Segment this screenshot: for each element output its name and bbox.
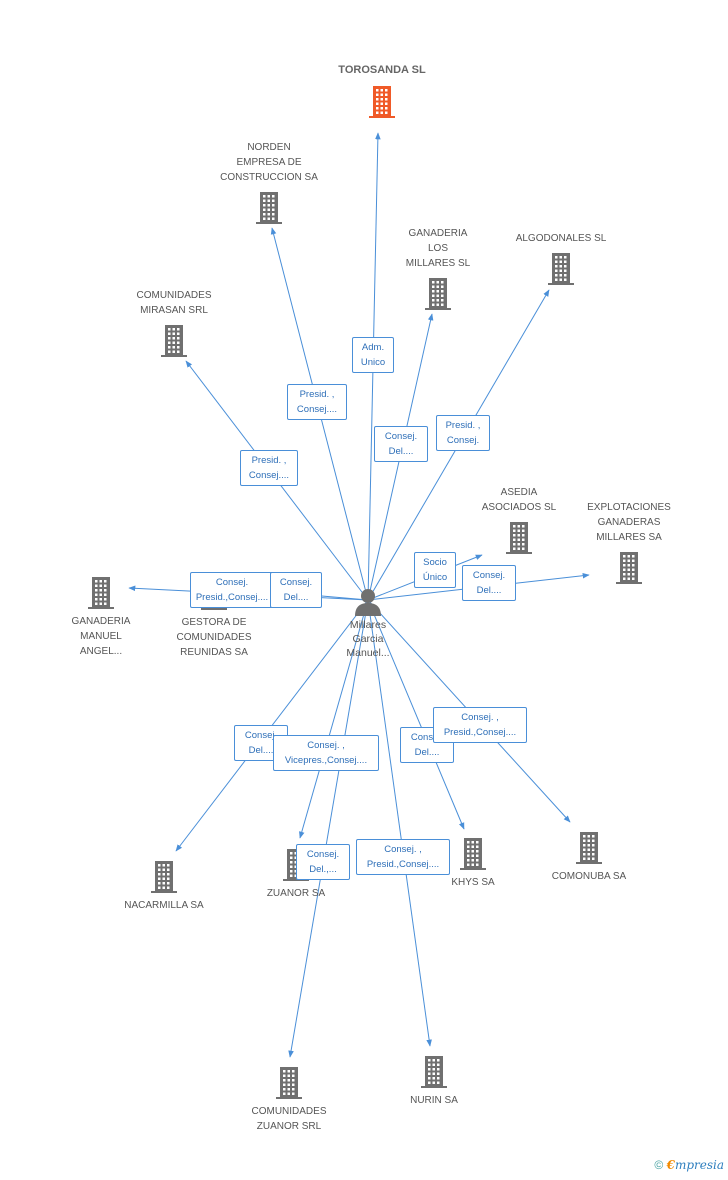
company-label: COMONUBA SA	[551, 871, 627, 882]
edge-label-comunidades_zuanor[interactable]: Consej. Del.,...	[296, 844, 350, 880]
edge-nurin	[367, 599, 432, 1047]
building-icon	[88, 577, 114, 609]
company-label: COMUNIDADES ZUANOR SRL	[251, 1106, 327, 1132]
edge-label-gestora[interactable]: Consej. Del....	[270, 572, 322, 608]
edge-label-explotaciones[interactable]: Consej. Del....	[462, 565, 516, 601]
company-node-comunidades_zuanor[interactable]: COMUNIDADES ZUANOR SRL	[224, 1066, 354, 1134]
company-node-asedia[interactable]: ASEDIA ASOCIADOS SL	[454, 485, 584, 555]
company-node-khys[interactable]: KHYS SA	[408, 837, 538, 890]
building-icon	[616, 552, 642, 584]
person-label: Millares Garcia Manuel...	[346, 619, 390, 659]
company-label: ALGODONALES SL	[515, 233, 607, 244]
company-node-nurin[interactable]: NURIN SA	[369, 1055, 499, 1108]
building-icon	[276, 1067, 302, 1099]
company-label: GANADERIA LOS MILLARES SL	[405, 228, 471, 269]
edge-label-ganaderia_manuel[interactable]: Consej. Presid.,Consej....	[190, 572, 274, 608]
building-icon	[460, 838, 486, 870]
edge-label-norden[interactable]: Presid. , Consej....	[287, 384, 347, 420]
building-icon	[161, 325, 187, 357]
edge-label-zuanor[interactable]: Consej. , Vicepres.,Consej....	[273, 735, 379, 771]
building-icon	[256, 192, 282, 224]
company-node-comunidades_mirasan[interactable]: COMUNIDADES MIRASAN SRL	[109, 288, 239, 358]
edge-label-ganaderia_los_millares[interactable]: Consej. Del....	[374, 426, 428, 462]
company-label: ZUANOR SA	[266, 888, 326, 899]
edge-label-algodonales[interactable]: Presid. , Consej.	[436, 415, 490, 451]
company-node-torosanda[interactable]: TOROSANDA SL	[317, 63, 447, 119]
company-label: COMUNIDADES MIRASAN SRL	[136, 290, 212, 316]
building-icon	[151, 861, 177, 893]
building-icon	[576, 832, 602, 864]
company-label: TOROSANDA SL	[338, 64, 426, 76]
footer-brand: © €mpresia	[654, 1158, 724, 1172]
company-node-norden[interactable]: NORDEN EMPRESA DE CONSTRUCCION SA	[204, 140, 334, 225]
edge-label-asedia[interactable]: Socio Único	[414, 552, 456, 588]
company-node-comonuba[interactable]: COMONUBA SA	[524, 831, 654, 884]
company-label: KHYS SA	[451, 877, 495, 888]
company-label: NURIN SA	[410, 1095, 458, 1106]
person-icon	[355, 589, 381, 616]
company-label: GESTORA DE COMUNIDADES REUNIDAS SA	[176, 617, 252, 658]
building-icon	[548, 253, 574, 285]
edge-comunidades_zuanor	[288, 599, 369, 1058]
edge-khys	[367, 599, 465, 830]
company-node-ganaderia_manuel[interactable]: GANADERIA MANUEL ANGEL...	[36, 576, 166, 659]
person-node[interactable]: Millares Garcia Manuel...	[332, 586, 404, 660]
company-node-algodonales[interactable]: ALGODONALES SL	[496, 231, 626, 286]
building-icon	[506, 522, 532, 554]
copyright-symbol: ©	[654, 1158, 664, 1172]
edge-label-nurin[interactable]: Consej. , Presid.,Consej....	[356, 839, 450, 875]
edge-label-torosanda[interactable]: Adm. Unico	[352, 337, 394, 373]
edge-label-comunidades_mirasan[interactable]: Presid. , Consej....	[240, 450, 298, 486]
edge-label-comonuba[interactable]: Consej. , Presid.,Consej....	[433, 707, 527, 743]
building-icon	[369, 86, 395, 118]
company-label: GANADERIA MANUEL ANGEL...	[71, 616, 131, 657]
edge-zuanor	[299, 599, 369, 839]
company-label: NACARMILLA SA	[124, 900, 204, 911]
company-node-explotaciones[interactable]: EXPLOTACIONES GANADERAS MILLARES SA	[564, 500, 694, 585]
building-icon	[421, 1056, 447, 1088]
company-node-ganaderia_los_millares[interactable]: GANADERIA LOS MILLARES SL	[373, 226, 503, 311]
brand-logo: €mpresia	[666, 1158, 724, 1172]
company-label: EXPLOTACIONES GANADERAS MILLARES SA	[587, 502, 671, 543]
building-icon	[425, 278, 451, 310]
company-label: NORDEN EMPRESA DE CONSTRUCCION SA	[220, 142, 318, 183]
company-node-nacarmilla[interactable]: NACARMILLA SA	[99, 860, 229, 913]
company-label: ASEDIA ASOCIADOS SL	[481, 487, 557, 513]
